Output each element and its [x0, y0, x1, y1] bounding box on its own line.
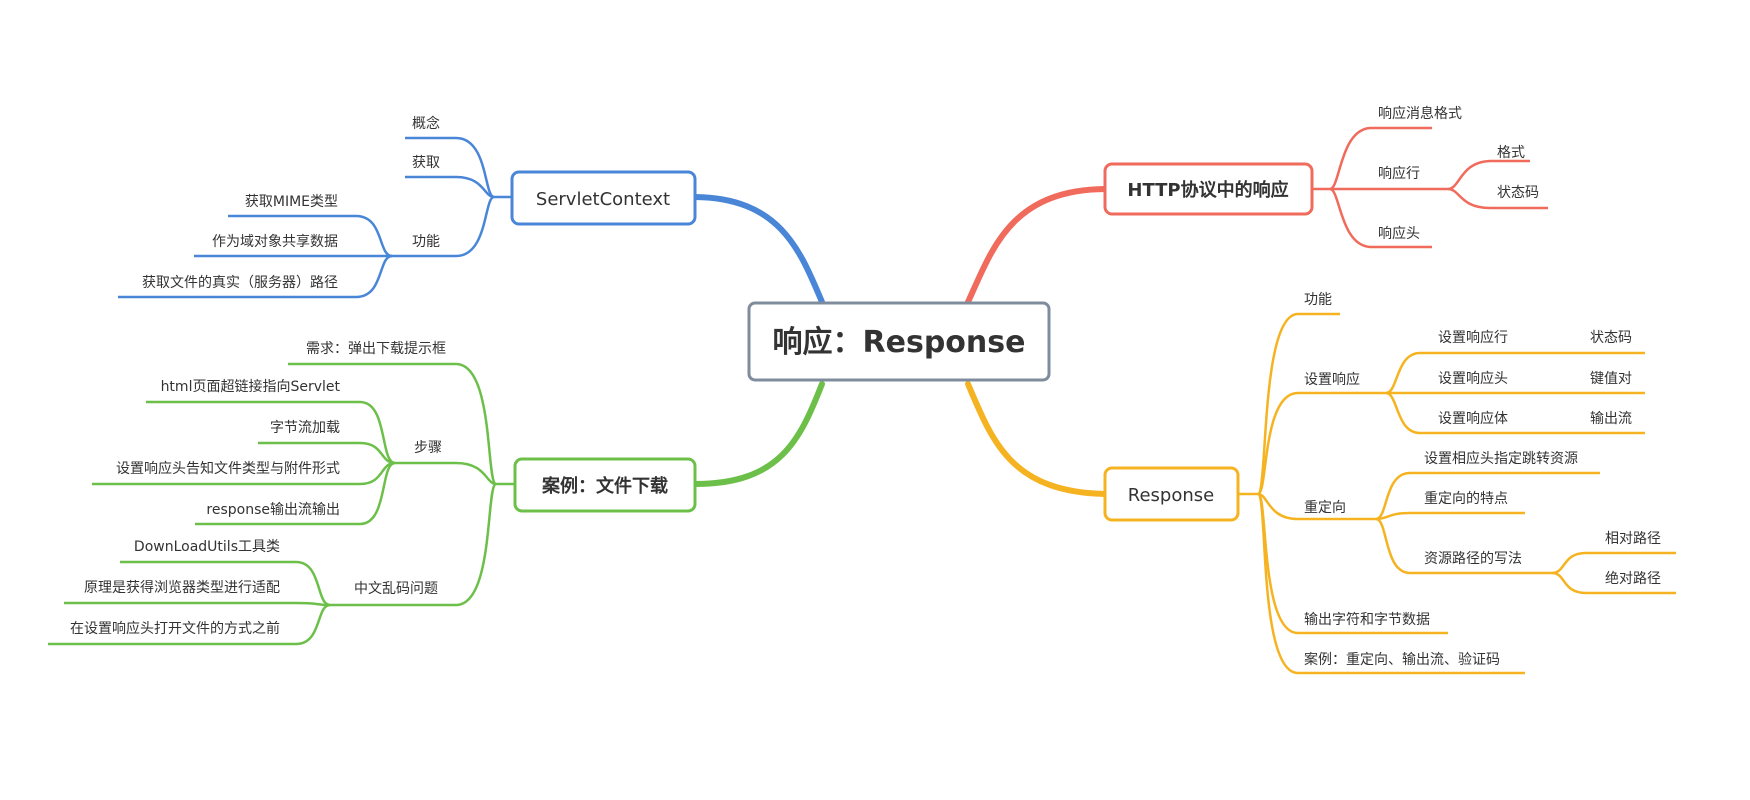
- conn-enc-principle: [64, 601, 331, 607]
- status-line-code: 状态码: [1497, 185, 1539, 201]
- connector-response: [965, 381, 1108, 497]
- connector-http: [965, 186, 1108, 305]
- servlet-item-concept: 概念: [412, 115, 440, 132]
- connector-status-code: [1447, 187, 1548, 210]
- connector-download: [692, 381, 825, 487]
- conn-enc-utils: [120, 560, 331, 607]
- resp-item-output: 输出字符和字节数据: [1304, 612, 1430, 628]
- redirect-feature: 重定向的特点: [1424, 491, 1508, 507]
- resp-item-set: 设置响应: [1304, 371, 1360, 388]
- dl-item-encoding: 中文乱码问题: [354, 581, 438, 597]
- conn-func-mime: [228, 214, 393, 258]
- step-output: response输出流输出: [206, 502, 340, 518]
- node-servlet-label: ServletContext: [536, 189, 670, 210]
- node-servlet[interactable]: ServletContext: [510, 170, 697, 226]
- redirect-paths: 资源路径的写法: [1424, 551, 1522, 567]
- step-link: html页面超链接指向Servlet: [161, 378, 341, 395]
- set-resp-line-leaf: 状态码: [1590, 330, 1632, 346]
- conn-resp-set: [1256, 391, 1386, 496]
- conn-resp-redirect: [1257, 492, 1376, 521]
- path-absolute: 绝对路径: [1605, 571, 1661, 587]
- conn-redirect-paths: [1375, 517, 1552, 575]
- branch-http: 响应消息格式 响应行 响应头 格式 状态码: [1312, 105, 1548, 249]
- conn-path-absolute: [1551, 571, 1676, 595]
- set-resp-line: 设置响应行: [1438, 329, 1508, 346]
- step-bytes: 字节流加载: [270, 420, 340, 436]
- branch-download: 需求：弹出下载提示框 步骤 中文乱码问题 html页面超链接指向Servlet …: [48, 341, 515, 646]
- func-path: 获取文件的真实（服务器）路径: [142, 275, 338, 291]
- enc-before: 在设置响应头打开文件的方式之前: [70, 620, 280, 637]
- set-resp-body: 设置响应体: [1438, 410, 1508, 427]
- conn-dl-need: [288, 362, 515, 486]
- status-line-format: 格式: [1497, 145, 1525, 161]
- redirect-target: 设置相应头指定跳转资源: [1424, 450, 1578, 467]
- branch-servlet: 概念 获取 功能 获取MIME类型 作为域对象共享数据 获取文件的真实（服务器）…: [118, 115, 512, 299]
- resp-item-case: 案例：重定向、输出流、验证码: [1304, 651, 1500, 668]
- http-item-format: 响应消息格式: [1378, 105, 1462, 122]
- step-header: 设置响应头告知文件类型与附件形式: [116, 460, 340, 477]
- resp-item-redirect: 重定向: [1304, 500, 1346, 516]
- conn-step-link: [146, 400, 396, 465]
- conn-dl-steps: [395, 461, 497, 486]
- node-http-label: HTTP协议中的响应: [1127, 179, 1288, 201]
- dl-item-need: 需求：弹出下载提示框: [306, 341, 446, 357]
- enc-principle: 原理是获得浏览器类型进行适配: [84, 579, 280, 596]
- conn-resp-func: [1238, 312, 1340, 496]
- conn-path-relative: [1551, 551, 1676, 575]
- set-resp-header: 设置响应头: [1438, 370, 1508, 387]
- func-share: 作为域对象共享数据: [212, 233, 338, 250]
- http-item-header: 响应头: [1378, 225, 1420, 242]
- servlet-item-func: 功能: [412, 234, 440, 250]
- func-mime: 获取MIME类型: [245, 194, 338, 210]
- set-resp-body-leaf: 输出流: [1590, 411, 1632, 427]
- conn-dl-encoding: [330, 482, 498, 607]
- conn-func-path: [118, 254, 393, 299]
- conn-resp-case: [1256, 492, 1525, 675]
- conn-step-bytes: [258, 441, 396, 465]
- node-download[interactable]: 案例：文件下载: [513, 457, 697, 513]
- root-label: 响应：Response: [773, 325, 1026, 360]
- conn-set-body: [1385, 391, 1645, 435]
- servlet-item-get: 获取: [412, 155, 440, 171]
- conn-servlet-func: [392, 195, 495, 258]
- node-http[interactable]: HTTP协议中的响应: [1103, 162, 1314, 216]
- conn-redirect-target: [1375, 471, 1600, 521]
- conn-set-line: [1385, 351, 1645, 395]
- node-response-label: Response: [1128, 485, 1214, 506]
- dl-item-steps: 步骤: [414, 440, 442, 456]
- node-download-label: 案例：文件下载: [541, 475, 668, 497]
- node-response[interactable]: Response: [1103, 466, 1240, 522]
- branch-response: 功能 设置响应 重定向 输出字符和字节数据 案例：重定向、输出流、验证码 设置响…: [1238, 292, 1676, 675]
- enc-utils: DownLoadUtils工具类: [134, 539, 280, 555]
- resp-item-func: 功能: [1304, 292, 1332, 308]
- connector-http-header: [1329, 187, 1432, 249]
- conn-redirect-feature: [1375, 511, 1525, 521]
- set-resp-header-leaf: 键值对: [1590, 371, 1632, 387]
- conn-step-output: [195, 461, 396, 526]
- root-node[interactable]: 响应：Response: [747, 301, 1051, 382]
- connector-servlet: [692, 194, 825, 305]
- http-item-line: 响应行: [1378, 165, 1420, 182]
- conn-servlet-get: [405, 175, 495, 199]
- conn-enc-before: [48, 603, 331, 646]
- path-relative: 相对路径: [1605, 531, 1661, 547]
